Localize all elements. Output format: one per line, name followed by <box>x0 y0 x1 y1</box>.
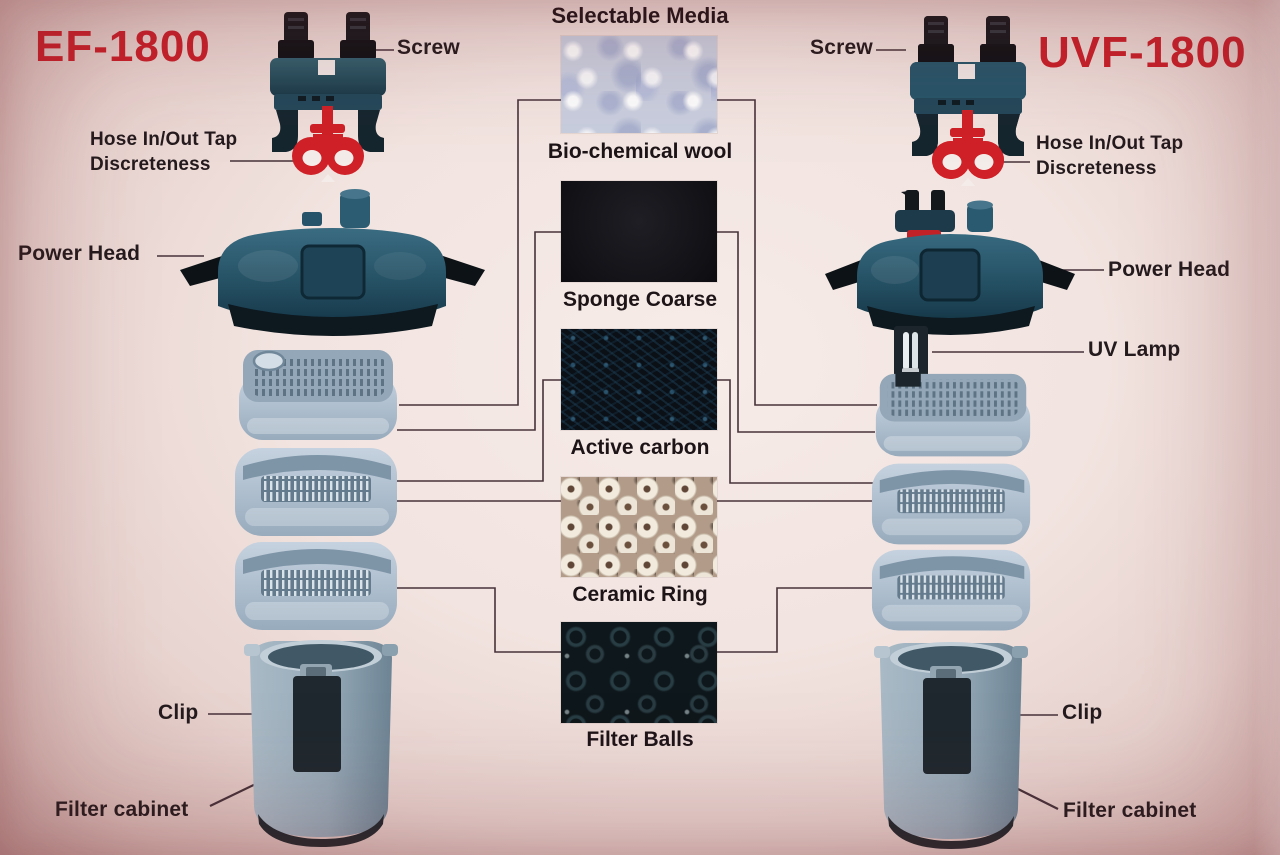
media-label-ceramic-ring: Ceramic Ring <box>572 583 708 606</box>
label-power-head-left: Power Head <box>18 242 141 265</box>
label-clip-right: Clip <box>1062 701 1103 724</box>
label-filter-cabinet-right: Filter cabinet <box>1063 799 1197 822</box>
media-label-sponge-coarse: Sponge Coarse <box>562 288 718 311</box>
media-label-active-carbon: Active carbon <box>570 436 710 459</box>
media-label-filter-balls: Filter Balls <box>586 728 694 751</box>
product-title-left: EF-1800 <box>35 22 211 71</box>
filter-cabinet-image-left <box>244 640 398 847</box>
label-hose-tap-right-line2: Discreteness <box>1036 158 1157 179</box>
label-power-head-right: Power Head <box>1108 258 1231 281</box>
label-uv-lamp: UV Lamp <box>1088 338 1181 361</box>
label-hose-tap-right-line1: Hose In/Out Tap <box>1036 133 1184 154</box>
media-image-bio-chemical-wool <box>561 36 717 133</box>
media-image-filter-balls <box>561 622 717 723</box>
hose-tap-image-left <box>270 12 386 182</box>
label-hose-tap-left-line1: Hose In/Out Tap <box>90 129 238 150</box>
power-head-image-left <box>180 189 485 336</box>
basket-stack-left <box>235 350 397 630</box>
label-screw-left: Screw <box>397 36 460 59</box>
hose-tap-image-right <box>910 16 1026 186</box>
basket-stack-right <box>871 372 1031 631</box>
power-head-image-right <box>825 190 1075 335</box>
media-column-title: Selectable Media <box>551 3 729 28</box>
label-filter-cabinet-left: Filter cabinet <box>55 798 189 821</box>
label-clip-left: Clip <box>158 701 199 724</box>
media-label-bio-chemical-wool: Bio-chemical wool <box>547 140 733 163</box>
media-image-active-carbon <box>561 329 717 430</box>
product-title-right: UVF-1800 <box>1038 28 1247 77</box>
label-hose-tap-left-line2: Discreteness <box>90 154 211 175</box>
filter-cabinet-image-right <box>874 642 1028 849</box>
media-image-ceramic-ring <box>561 477 717 577</box>
label-screw-right: Screw <box>810 36 873 59</box>
media-image-sponge-coarse <box>561 181 717 282</box>
